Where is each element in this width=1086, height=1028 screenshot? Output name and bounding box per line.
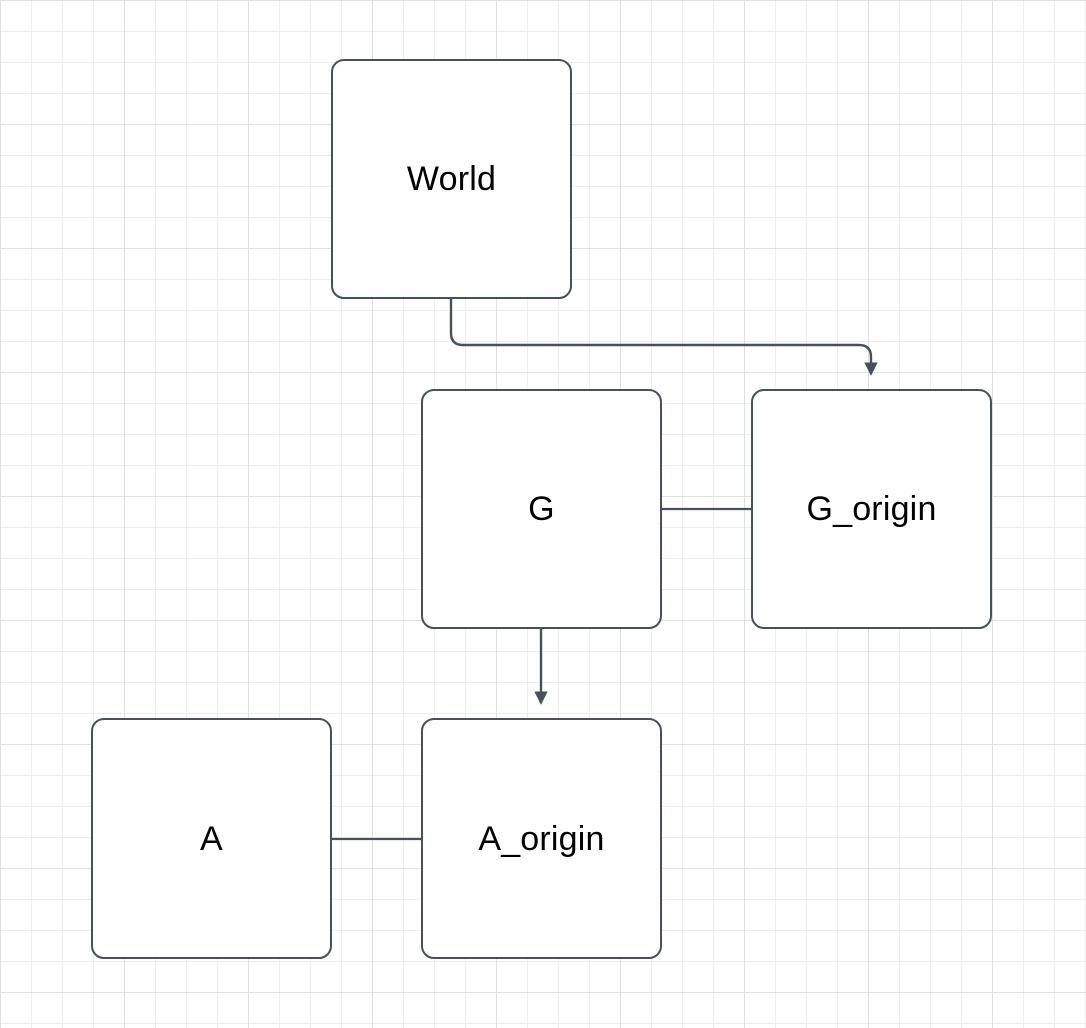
node-world[interactable]: World bbox=[331, 59, 572, 299]
node-a[interactable]: A bbox=[91, 718, 332, 959]
node-g[interactable]: G bbox=[421, 389, 662, 629]
node-a-origin[interactable]: A_origin bbox=[421, 718, 662, 959]
edge-world-to-g-origin[interactable] bbox=[449, 299, 878, 376]
node-g-origin[interactable]: G_origin bbox=[751, 389, 992, 629]
node-a-origin-label: A_origin bbox=[478, 819, 605, 858]
node-a-label: A bbox=[200, 819, 223, 858]
node-world-label: World bbox=[406, 160, 497, 198]
node-g-label: G bbox=[528, 490, 555, 528]
node-g-origin-label: G_origin bbox=[806, 490, 937, 528]
